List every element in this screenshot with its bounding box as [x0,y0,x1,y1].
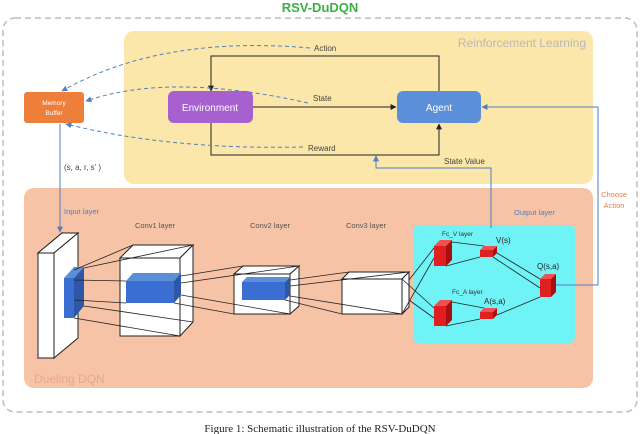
output-connections [445,241,541,327]
state-value-arrow [373,155,492,228]
reward-arrow [210,123,442,156]
conv3-block [340,270,411,316]
fc-v-label: Fc_V layer [442,231,474,238]
state-label: State [313,94,332,103]
environment-label: Environment [182,103,238,114]
conv3-layer-label: Conv3 layer [346,221,387,230]
a-node-cube [480,308,497,319]
memory-buffer-box [24,92,84,123]
memory-buffer-line2: Buffer [45,110,63,117]
memory-buffer-line1: Memory [42,100,66,107]
layer-connections [73,244,435,337]
output-layer-label: Output layer [514,208,555,217]
a-label: A(s,a) [484,297,506,306]
diagram-title: RSV-DuDQN [282,0,359,15]
agent-box [397,91,481,123]
conv2-kernel [242,277,290,300]
figure-caption: Figure 1: Schematic illustration of the … [204,423,435,434]
fc-a-label: Fc_A layer [452,289,484,296]
v-node-cube [480,246,497,257]
v-label: V(s) [496,236,511,245]
action-label: Action [314,44,336,53]
agent-label: Agent [426,103,452,114]
rl-panel-label: Reinforcement Learning [458,36,586,50]
choose-action-line1: Choose [601,190,627,199]
memory-action-arrow [61,45,311,92]
conv1-layer-label: Conv1 layer [135,221,176,230]
choose-action-line2: Action [604,201,625,210]
memory-tuple: (s, a, r, s’ ) [64,163,101,172]
q-node-cube [540,274,556,297]
choose-action-arrow [481,104,599,286]
environment-box [168,91,253,123]
conv2-layer-label: Conv2 layer [250,221,291,230]
action-arrow [208,55,440,92]
memory-reward-arrow [65,122,304,148]
reward-label: Reward [308,144,336,153]
input-layer-label: Input layer [64,207,100,216]
outer-frame [2,17,638,413]
state-value-label: State Value [444,157,485,166]
q-label: Q(s,a) [537,262,560,271]
fc-v-cube [434,240,452,266]
output-layer-panel [413,225,575,343]
dqn-panel-label: Dueling DQN [34,372,105,386]
fc-a-cube [434,300,452,326]
conv1-kernel [126,273,181,303]
